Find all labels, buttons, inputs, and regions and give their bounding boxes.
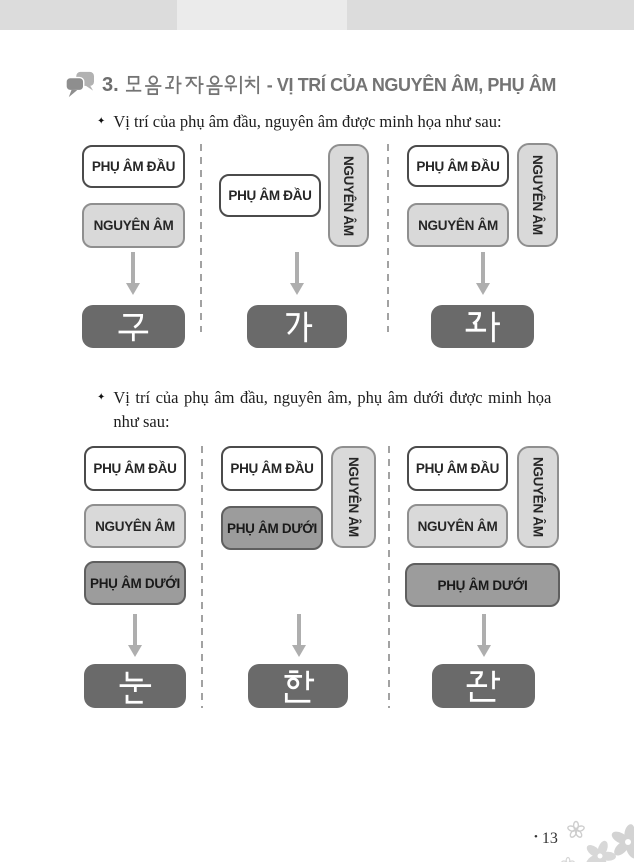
down-arrow [477,614,491,658]
box-label: NGUYÊN ÂM [95,518,175,534]
korean-title-glyphs [125,74,259,95]
dashed-divider [388,446,390,708]
flower-decoration [561,820,634,862]
vowel-box: NGUYÊN ÂM [407,203,509,247]
box-label: NGUYÊN ÂM [341,155,356,236]
final-consonant-box: PHỤ ÂM DƯỚI [221,506,323,550]
down-arrow [290,252,304,296]
initial-consonant-box: PHỤ ÂM ĐẦU [219,174,321,217]
box-label: PHỤ ÂM ĐẦU [228,188,312,203]
box-label: NGUYÊN ÂM [93,218,174,233]
bullet-2-line2: như sau: [113,412,170,431]
initial-consonant-box: PHỤ ÂM ĐẦU [221,446,323,491]
bullet-1: ✦ Vị trí của phụ âm đầu, nguyên âm được … [97,110,502,134]
syllable-box: 가 [247,305,347,348]
final-consonant-box: PHỤ ÂM DƯỚI [84,561,186,605]
initial-consonant-box: PHỤ ÂM ĐẦU [84,446,186,491]
page-number-bullet: • [534,831,538,843]
down-arrow [476,252,490,296]
box-label: NGUYÊN ÂM [417,518,498,534]
bullet-2: ✦ Vị trí của phụ âm đầu, nguyên âm, phụ … [97,386,551,434]
syllable-box: 한 [248,664,348,708]
topbar-segment [177,0,347,30]
box-label: PHỤ ÂM ĐẦU [416,158,500,174]
vowel-box-vertical: NGUYÊN ÂM [328,144,369,247]
box-label: NGUYÊN ÂM [418,217,498,233]
box-label: PHỤ ÂM ĐẦU [415,461,500,476]
syllable-box: 과 [431,305,534,348]
diamond-bullet-icon: ✦ [97,116,106,127]
topbar-segment [0,0,177,30]
page-number: •13 [534,830,558,847]
box-label: NGUYÊN ÂM [530,155,545,235]
initial-consonant-box: PHỤ ÂM ĐẦU [407,145,509,187]
syllable-box: 관 [432,664,535,708]
initial-consonant-box: PHỤ ÂM ĐẦU [407,446,508,491]
heading-vietnamese: - VỊ TRÍ CỦA NGUYÊN ÂM, PHỤ ÂM [266,74,557,95]
bullet-2-line1: Vị trí của phụ âm đầu, nguyên âm, phụ âm… [113,388,552,407]
vowel-box: NGUYÊN ÂM [82,203,185,248]
box-label: PHỤ ÂM ĐẦU [230,461,314,476]
vowel-box-vertical: NGUYÊN ÂM [517,446,559,548]
box-label: PHỤ ÂM DƯỚI [227,520,317,536]
syllable-box: 눈 [84,664,186,708]
diamond-bullet-icon: ✦ [97,392,106,403]
final-consonant-box-wide: PHỤ ÂM DƯỚI [405,563,560,607]
topbar-segment [347,0,634,30]
dashed-divider [200,144,202,332]
speech-bubbles-icon [65,71,94,98]
vowel-box: NGUYÊN ÂM [407,504,508,548]
box-label: NGUYÊN ÂM [346,457,361,537]
heading-number: 3. [102,73,119,96]
vowel-box-vertical: NGUYÊN ÂM [331,446,376,548]
dashed-divider [201,446,203,708]
vowel-box-vertical: NGUYÊN ÂM [517,143,558,247]
down-arrow [292,614,306,658]
box-label: NGUYÊN ÂM [530,457,546,537]
initial-consonant-box: PHỤ ÂM ĐẦU [82,145,185,188]
vowel-box: NGUYÊN ÂM [84,504,186,548]
bullet-1-text: Vị trí của phụ âm đầu, nguyên âm được mi… [113,112,502,131]
box-label: PHỤ ÂM DƯỚI [437,577,528,593]
down-arrow [126,252,140,296]
section-heading: 3. 모음과 자음 위치 - VỊ TRÍ CỦA NGUYÊN ÂM, PHỤ… [64,70,556,100]
box-label: PHỤ ÂM ĐẦU [93,461,177,476]
box-label: PHỤ ÂM DƯỚI [90,575,180,591]
down-arrow [128,614,142,658]
dashed-divider [387,144,389,332]
box-label: PHỤ ÂM ĐẦU [91,159,176,174]
syllable-box: 구 [82,305,185,348]
